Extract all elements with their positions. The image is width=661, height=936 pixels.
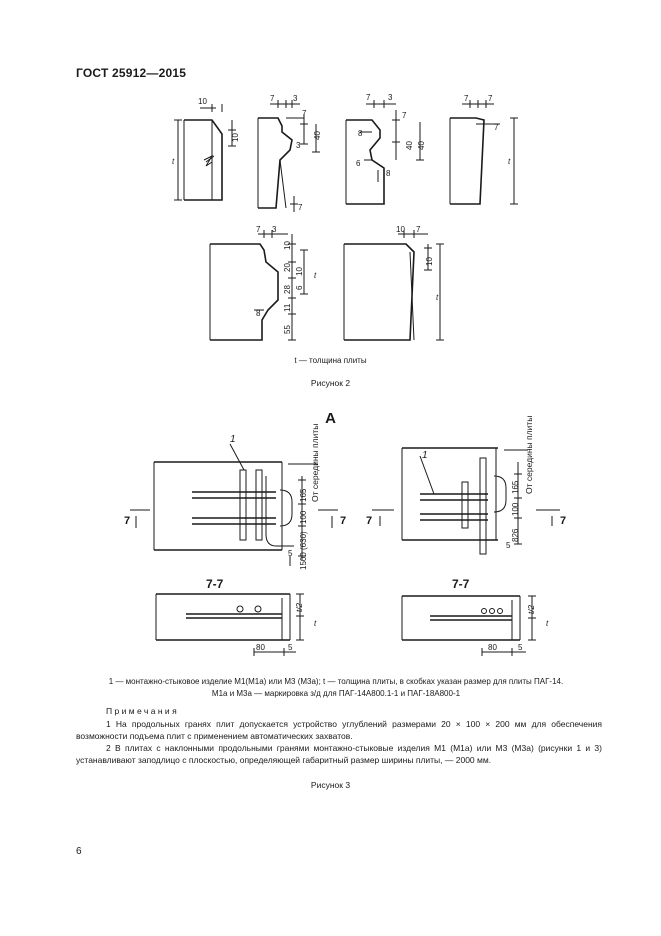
fig3-dim-label: 80 — [256, 643, 265, 652]
fig3-cut-label: 7 — [340, 515, 346, 527]
fig3-dim-label: 5 — [288, 643, 293, 652]
fig3-dim-label: t — [314, 619, 317, 628]
fig2-dim-label: 3 — [293, 94, 298, 103]
fig2-dim-label: 7 — [270, 94, 275, 103]
fig2-dim-label: 3 — [388, 93, 393, 102]
fig3-dim-label: t — [546, 619, 549, 628]
fig2-profile-2 — [257, 100, 320, 212]
standard-header: ГОСТ 25912—2015 — [76, 66, 187, 80]
fig2-dim-label: 7 — [416, 225, 421, 234]
fig2-profile-3 — [345, 100, 424, 205]
fig3-plan-right — [372, 447, 560, 555]
fig3-section-right — [401, 595, 536, 656]
fig3-plan-left — [130, 443, 338, 566]
fig3-dim-label: 100 — [299, 510, 308, 524]
fig2-dim-label: 40 — [313, 131, 322, 140]
fig2-dim-label: 7 — [402, 111, 407, 120]
page-number: 6 — [76, 846, 82, 857]
fig2-dim-label: 8 — [256, 309, 261, 318]
fig3-section-label: 7-7 — [206, 577, 224, 591]
fig3-dim-label: 1500 (630) — [299, 531, 308, 570]
fig3-dim-label: 165 — [511, 480, 520, 494]
fig2-dim-label: 55 — [283, 325, 292, 334]
fig2-dim-label: 3 — [296, 141, 301, 150]
fig2-dim-label: 10 — [283, 241, 292, 250]
fig3-dim-label: 5 — [506, 541, 511, 550]
fig2-dim-label: 20 — [283, 263, 292, 272]
fig2-dim-label: 10 — [396, 225, 405, 234]
fig3-mid-label: От середины плиты — [524, 416, 534, 494]
fig3-item-label: 1 — [422, 450, 428, 461]
figure2-legend: t — толщина плиты — [294, 356, 367, 365]
fig2-dim-label: 7 — [302, 109, 307, 118]
fig2-profile-6 — [343, 230, 444, 341]
fig2-dim-label: 7 — [488, 94, 493, 103]
fig2-dim-label: 7 — [464, 94, 469, 103]
fig2-dim-label: 3 — [272, 225, 277, 234]
fig2-dim-label: 7 — [494, 123, 499, 132]
fig3-dim-label: 5 — [288, 549, 293, 558]
fig2-dim-label: 28 — [283, 285, 292, 294]
fig3-dim-label: 100 — [511, 502, 520, 516]
fig3-cut-label: 7 — [124, 515, 130, 527]
fig2-dim-label: 6 — [295, 285, 304, 290]
fig2-dim-label: 7 — [366, 93, 371, 102]
fig2-dim-label: 8 — [386, 169, 391, 178]
fig2-profile-4 — [449, 100, 518, 205]
figure2-caption: Рисунок 2 — [310, 378, 351, 388]
note-2: 2 В плитах с наклонными продольными гран… — [76, 743, 602, 765]
fig2-profile-5 — [209, 230, 308, 341]
fig3-dim-label: t/2 — [295, 603, 304, 612]
fig3-item-label: 1 — [230, 434, 236, 445]
fig2-dim-label: 10 — [295, 267, 304, 276]
figure3-legend-line2: М1а и М3а — маркировка з/д для ПАГ-14А80… — [211, 689, 461, 698]
fig3-section-left — [155, 593, 304, 656]
fig2-dim-label: 10 — [231, 133, 240, 142]
fig2-dim-label: t — [436, 293, 439, 302]
fig3-dim-label: 826 — [511, 528, 520, 542]
fig3-dim-label: 5 — [518, 643, 523, 652]
fig3-cut-label: 7 — [560, 515, 566, 527]
figure3-caption: Рисунок 3 — [310, 780, 351, 790]
view-a-label: А — [325, 410, 336, 427]
fig3-dim-label: 80 — [488, 643, 497, 652]
fig2-dim-label: 8 — [358, 129, 363, 138]
fig2-dim-label: 11 — [283, 303, 292, 312]
figure3-legend: 1 — монтажно-стыковое изделие М1(М1а) ил… — [76, 676, 596, 700]
fig2-dim-label: 7 — [256, 225, 261, 234]
figure3-legend-line1: 1 — монтажно-стыковое изделие М1(М1а) ил… — [108, 677, 564, 686]
fig3-mid-label: От середины плиты — [310, 424, 320, 502]
fig2-dim-label: 7 — [298, 203, 303, 212]
fig2-dim-label: t — [314, 271, 317, 280]
note-1: 1 На продольных гранях плит допускается … — [76, 719, 602, 741]
fig2-dim-label: 10 — [425, 257, 434, 266]
fig3-section-label: 7-7 — [452, 577, 470, 591]
fig2-dim-label: 10 — [198, 97, 207, 106]
fig2-profile-1 — [174, 104, 236, 201]
notes-title: Примечания — [106, 706, 180, 716]
fig3-cut-label: 7 — [366, 515, 372, 527]
fig2-dim-label: 6 — [356, 159, 361, 168]
fig3-dim-label: 165 — [299, 488, 308, 502]
fig2-dim-label: t — [508, 157, 511, 166]
fig2-dim-label: t — [172, 157, 175, 166]
fig2-dim-label: 40 — [405, 141, 414, 150]
fig3-dim-label: t/2 — [527, 605, 536, 614]
fig2-dim-label: 40 — [417, 141, 426, 150]
